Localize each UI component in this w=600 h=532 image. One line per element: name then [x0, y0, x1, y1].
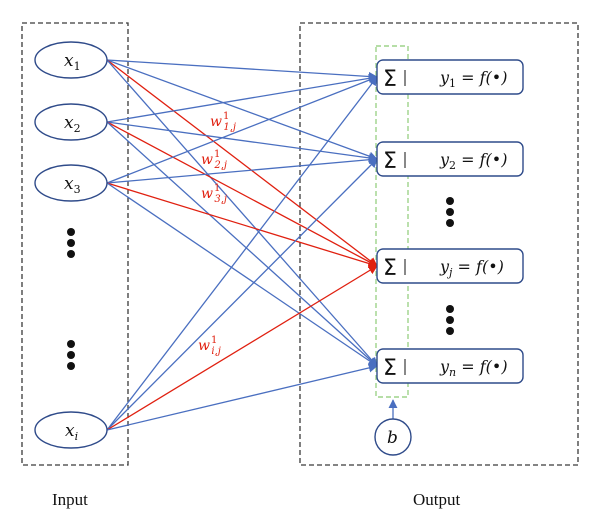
- output-node-shape: [376, 141, 524, 177]
- bias-node: b: [374, 418, 412, 456]
- sum-symbol: Σ: [383, 356, 397, 381]
- connection-line: [106, 75, 378, 184]
- output-node-1: Σ y1 = f(•): [376, 59, 524, 95]
- input-label: x1: [64, 51, 81, 73]
- input-ellipsis-dots-upper: [67, 228, 75, 258]
- input-node-1: x1: [34, 41, 108, 79]
- connection-line: [106, 59, 378, 82]
- output-node-n: Σ yn = f(•): [376, 348, 524, 384]
- weighted-connection-red: [106, 121, 378, 267]
- connection-line: [106, 73, 378, 123]
- input-node-2: x2: [34, 103, 108, 141]
- output-equation: yj = f(•): [439, 257, 504, 279]
- summation-column-guide: [375, 45, 409, 398]
- input-node-3: x3: [34, 164, 108, 202]
- sum-symbol: Σ: [383, 149, 397, 174]
- input-ellipsis-dots-lower: [67, 340, 75, 370]
- output-node-2: Σ y2 = f(•): [376, 141, 524, 177]
- input-label: xi: [65, 421, 78, 443]
- weighted-connection-red: [106, 59, 378, 267]
- connections: [106, 59, 378, 431]
- output-node-shape: [376, 348, 524, 384]
- output-ellipsis-dots-lower: [446, 305, 454, 335]
- input-node-shape: [34, 103, 108, 141]
- connection-line: [106, 59, 378, 161]
- connection-line: [106, 363, 378, 431]
- input-node-shape: [34, 164, 108, 202]
- bias-label: b: [387, 428, 398, 448]
- input-node-shape: [34, 411, 108, 449]
- input-caption: Input: [52, 490, 88, 509]
- weighted-connection-red: [106, 182, 378, 268]
- input-layer-box: [21, 22, 129, 466]
- sum-symbol: Σ: [383, 256, 397, 281]
- input-label: x3: [64, 174, 81, 196]
- output-node-j: Σ yj = f(•): [376, 248, 524, 284]
- sum-symbol: Σ: [383, 67, 397, 92]
- output-equation: yn = f(•): [439, 357, 508, 379]
- connection-line: [106, 155, 378, 184]
- output-layer-box: [299, 22, 579, 466]
- output-node-shape: [376, 59, 524, 95]
- output-equation: y1 = f(•): [439, 68, 507, 90]
- connection-line: [106, 121, 378, 163]
- connection-line: [106, 121, 378, 367]
- bias-node-shape: [374, 418, 412, 456]
- connection-line: [106, 158, 378, 431]
- connection-line: [106, 76, 378, 431]
- connection-line: [106, 59, 378, 367]
- output-ellipsis-dots-upper: [446, 197, 454, 227]
- output-caption: Output: [413, 490, 461, 509]
- weighted-connection-red: [106, 265, 378, 431]
- input-label: x2: [64, 113, 81, 135]
- input-node-i: xi: [34, 411, 108, 449]
- output-node-shape: [376, 248, 524, 284]
- input-node-shape: [34, 41, 108, 79]
- connection-line: [106, 182, 378, 367]
- output-equation: y2 = f(•): [439, 150, 507, 172]
